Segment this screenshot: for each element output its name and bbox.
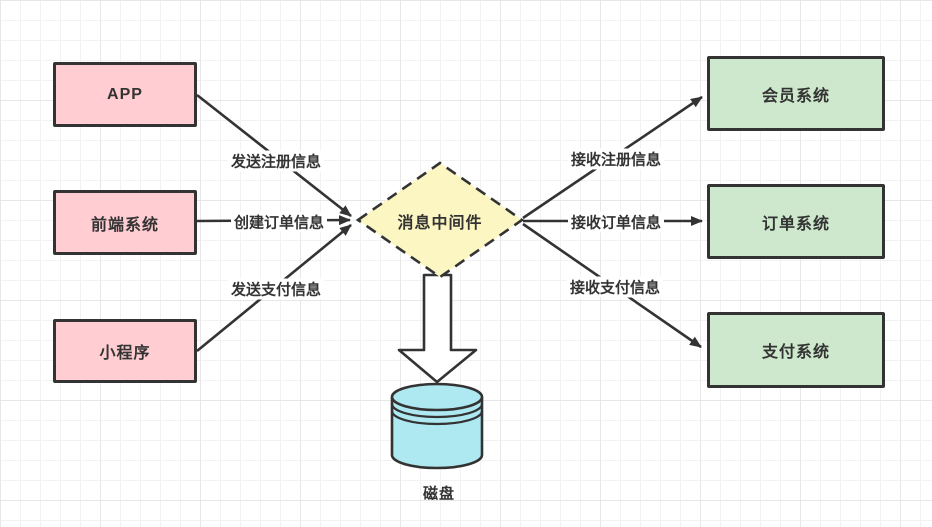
node-app: APP [53, 62, 197, 127]
node-payment-system: 支付系统 [707, 312, 885, 388]
middleware-diamond [355, 161, 525, 279]
edge-label-receive-order: 接收订单信息 [567, 211, 665, 233]
edge-label-send-payment: 发送支付信息 [227, 278, 325, 300]
block-arrow-down [397, 273, 478, 384]
node-mini-program: 小程序 [53, 319, 197, 383]
edge-label-send-register: 发送注册信息 [227, 150, 325, 172]
disk-cylinder [390, 382, 484, 470]
edge-label-receive-register: 接收注册信息 [567, 148, 665, 170]
middleware-label: 消息中间件 [397, 215, 483, 232]
disk-label: 磁盘 [422, 485, 456, 503]
node-order-system: 订单系统 [707, 184, 885, 259]
edge-label-receive-payment: 接收支付信息 [566, 276, 664, 298]
edge-label-create-order: 创建订单信息 [230, 211, 328, 233]
node-frontend-system: 前端系统 [53, 190, 197, 255]
node-member-system: 会员系统 [707, 56, 885, 131]
